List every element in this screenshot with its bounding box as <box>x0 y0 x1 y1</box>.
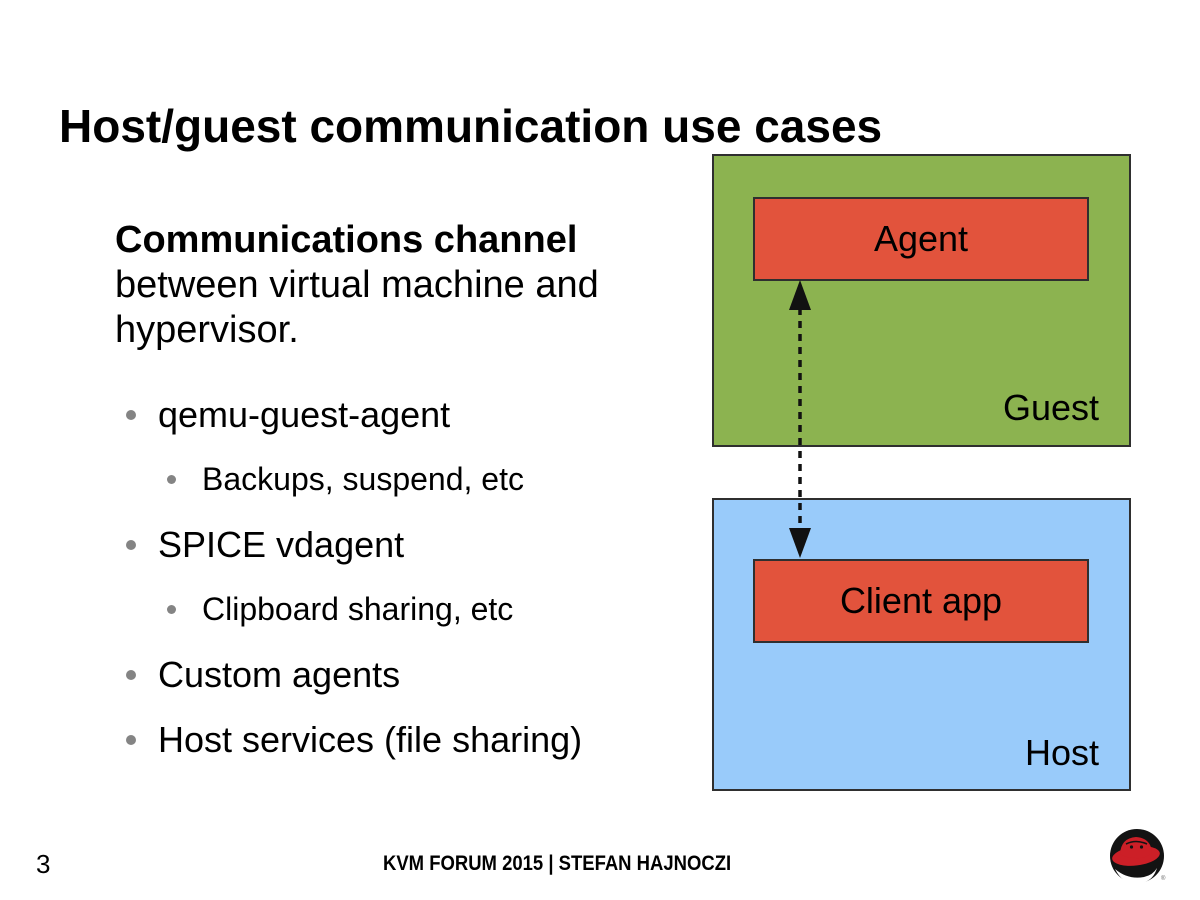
redhat-logo-icon: ® <box>1110 829 1166 885</box>
list-item-label: SPICE vdagent <box>158 523 405 565</box>
bullet-dot-icon <box>126 734 136 745</box>
bullet-dot-icon <box>126 409 136 420</box>
list-item: Custom agents <box>0 642 700 707</box>
bullet-dot-icon <box>126 669 136 680</box>
list-item: Clipboard sharing, etc <box>0 577 700 642</box>
bullet-list: qemu-guest-agent Backups, suspend, etc S… <box>0 382 700 772</box>
page-number: 3 <box>36 849 51 879</box>
list-item-label: qemu-guest-agent <box>158 393 451 435</box>
list-item-label: Custom agents <box>158 653 401 695</box>
client-app-box-label: Client app <box>839 580 1003 621</box>
lead-bold-text: Communications channel <box>115 219 578 261</box>
client-app-box: Client app <box>753 559 1089 643</box>
list-item: qemu-guest-agent <box>0 382 700 447</box>
list-item-label: Host services (file sharing) <box>158 718 583 760</box>
bullet-dot-icon <box>126 539 136 550</box>
list-item-label: Backups, suspend, etc <box>202 461 524 497</box>
agent-box-label: Agent <box>873 218 969 259</box>
guest-panel: Agent Guest <box>712 154 1131 447</box>
host-panel-label: Host <box>1024 732 1099 773</box>
agent-box: Agent <box>753 197 1089 281</box>
slide-title: Host/guest communication use cases <box>59 99 883 152</box>
host-panel: Client app Host <box>712 498 1131 791</box>
footer-title: KVM FORUM 2015 | STEFAN HAJNOCZI <box>383 852 732 875</box>
list-item: SPICE vdagent <box>0 512 700 577</box>
list-item: Backups, suspend, etc <box>0 447 700 512</box>
bullet-dot-icon <box>167 475 176 484</box>
guest-panel-label: Guest <box>1002 387 1099 428</box>
svg-text:®: ® <box>1161 875 1166 882</box>
bullet-dot-icon <box>167 605 176 614</box>
list-item-label: Clipboard sharing, etc <box>202 591 514 627</box>
dashed-double-arrow-icon <box>789 280 811 558</box>
lead-rest-text: between virtual machine and hypervisor. <box>115 264 599 351</box>
list-item: Host services (file sharing) <box>0 707 700 772</box>
lead-paragraph: Communications channel between virtual m… <box>115 218 700 353</box>
